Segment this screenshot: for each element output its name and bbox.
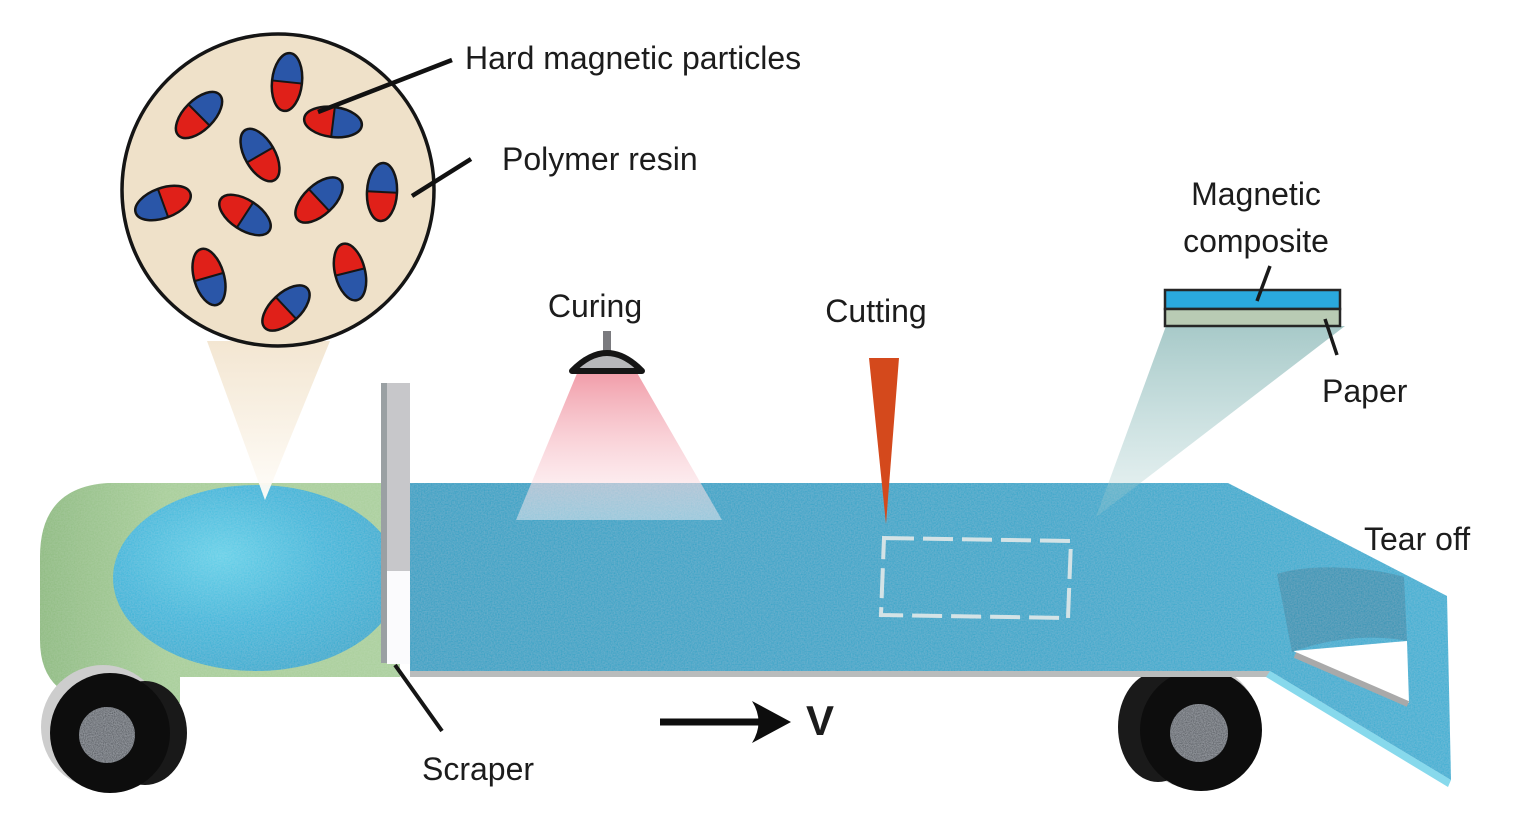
tear-off-window xyxy=(1277,567,1410,707)
label-paper: Paper xyxy=(1322,373,1408,409)
scraper-lower xyxy=(387,571,410,664)
curing-station xyxy=(516,331,722,520)
polymer-resin-pointer-line xyxy=(410,157,473,198)
scraper-upper xyxy=(387,383,410,571)
label-cutting: Cutting xyxy=(825,293,927,329)
left-roller-core xyxy=(79,707,135,763)
right-roller-core xyxy=(1170,704,1228,762)
composite-zoom-beam xyxy=(1096,326,1345,517)
label-hard-magnetic-particles: Hard magnetic particles xyxy=(465,40,802,76)
cutting-blade-icon xyxy=(869,358,899,524)
label-polymer-resin: Polymer resin xyxy=(502,141,698,177)
coated-belt xyxy=(410,483,1451,780)
composite-pointer-line xyxy=(1255,265,1272,302)
left-roller xyxy=(41,665,187,793)
curing-lamp-icon xyxy=(569,350,645,374)
lamp-stem xyxy=(603,331,611,353)
inset-zoom-cone xyxy=(207,341,330,500)
hard-particles-pointer-line xyxy=(317,57,453,115)
scraper-edge xyxy=(381,383,387,663)
scraper-pointer-line xyxy=(393,663,444,733)
label-magnetic-composite-line1: Magnetic xyxy=(1191,176,1321,212)
label-tear-off: Tear off xyxy=(1364,521,1471,557)
label-velocity: V xyxy=(806,697,835,744)
right-roller xyxy=(1118,663,1262,791)
tear-hole xyxy=(1293,641,1409,703)
belt-edge-cyan xyxy=(1266,671,1451,787)
scraper-blade xyxy=(381,383,444,733)
velocity-arrow-head xyxy=(752,701,791,743)
paper-pointer-line xyxy=(1323,318,1339,356)
label-curing: Curing xyxy=(547,288,643,324)
label-scraper: Scraper xyxy=(422,751,535,787)
label-magnetic-composite-line2: composite xyxy=(1183,223,1329,259)
resin-inset-circle xyxy=(120,32,436,348)
velocity-arrow xyxy=(660,701,791,743)
tear-flap xyxy=(1277,567,1407,652)
paper-layer xyxy=(1163,307,1342,328)
cut-outline xyxy=(878,535,1074,621)
composite-inset xyxy=(1163,265,1342,356)
belt-edge-gray xyxy=(410,671,1273,677)
paste-blob xyxy=(113,485,399,671)
composite-layer xyxy=(1163,288,1342,311)
curing-light-cone xyxy=(516,371,722,520)
tear-hole-shadow xyxy=(1293,652,1410,707)
